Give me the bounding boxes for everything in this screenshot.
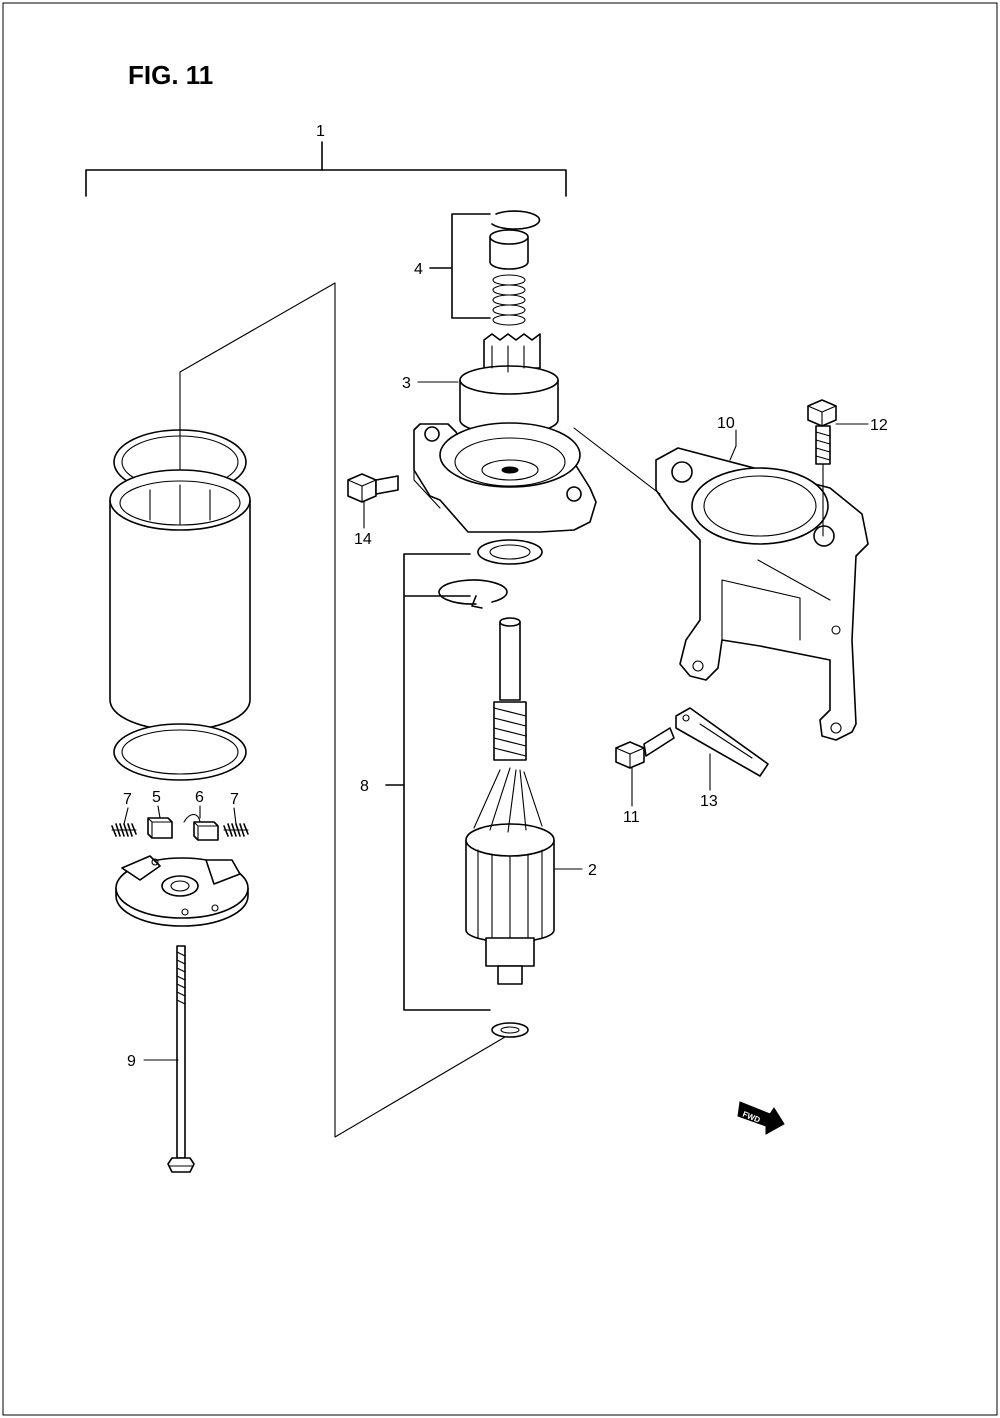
pinion-spring — [492, 274, 526, 326]
callout-6: 6 — [195, 789, 204, 806]
thrust-washer — [477, 539, 543, 565]
brush-5 — [147, 817, 173, 839]
figure-title: FIG. 11 — [128, 60, 213, 90]
pinion-snap-ring — [491, 210, 541, 230]
callout-2: 2 — [588, 862, 597, 879]
o-ring-bottom — [113, 723, 247, 781]
callout-4: 4 — [414, 261, 423, 278]
callout-12: 12 — [870, 417, 888, 434]
pinion-drive-3 — [459, 333, 559, 435]
housing-to-bracket-line — [573, 427, 661, 495]
callout-leaders — [123, 381, 869, 1061]
front-housing — [413, 422, 597, 533]
armature-2 — [465, 617, 555, 985]
lead-wire-13 — [675, 707, 769, 777]
bolt-11 — [615, 727, 675, 769]
bracket-4 — [429, 213, 491, 319]
callout-7-right: 7 — [230, 791, 239, 808]
callout-3: 3 — [402, 375, 411, 392]
callout-14: 14 — [354, 531, 372, 548]
motor-yoke — [109, 469, 251, 731]
callout-8: 8 — [360, 778, 369, 795]
brush-spring-right — [223, 823, 249, 837]
callout-11: 11 — [623, 809, 640, 826]
bolt-12 — [807, 399, 837, 465]
pinion-stopper — [489, 229, 529, 270]
brush-6 — [183, 813, 219, 841]
rear-washer — [491, 1022, 529, 1038]
assembly-bracket-1 — [85, 141, 567, 197]
through-bolt-9 — [167, 945, 195, 1173]
bolt-14 — [347, 473, 399, 503]
callout-7-left: 7 — [123, 791, 132, 808]
callout-10: 10 — [717, 415, 735, 432]
callout-9: 9 — [127, 1053, 136, 1070]
brush-holder-plate — [115, 855, 249, 927]
callout-1: 1 — [316, 123, 325, 140]
callout-5: 5 — [152, 789, 161, 806]
fwd-direction-marker: FWD — [737, 1101, 785, 1135]
brush-spring-left — [111, 823, 137, 837]
e-ring — [438, 579, 508, 609]
assembly-outline — [179, 282, 506, 1138]
bracket-8 — [385, 553, 491, 1011]
motor-mount-bracket-10 — [655, 447, 869, 741]
callout-13: 13 — [700, 793, 718, 810]
